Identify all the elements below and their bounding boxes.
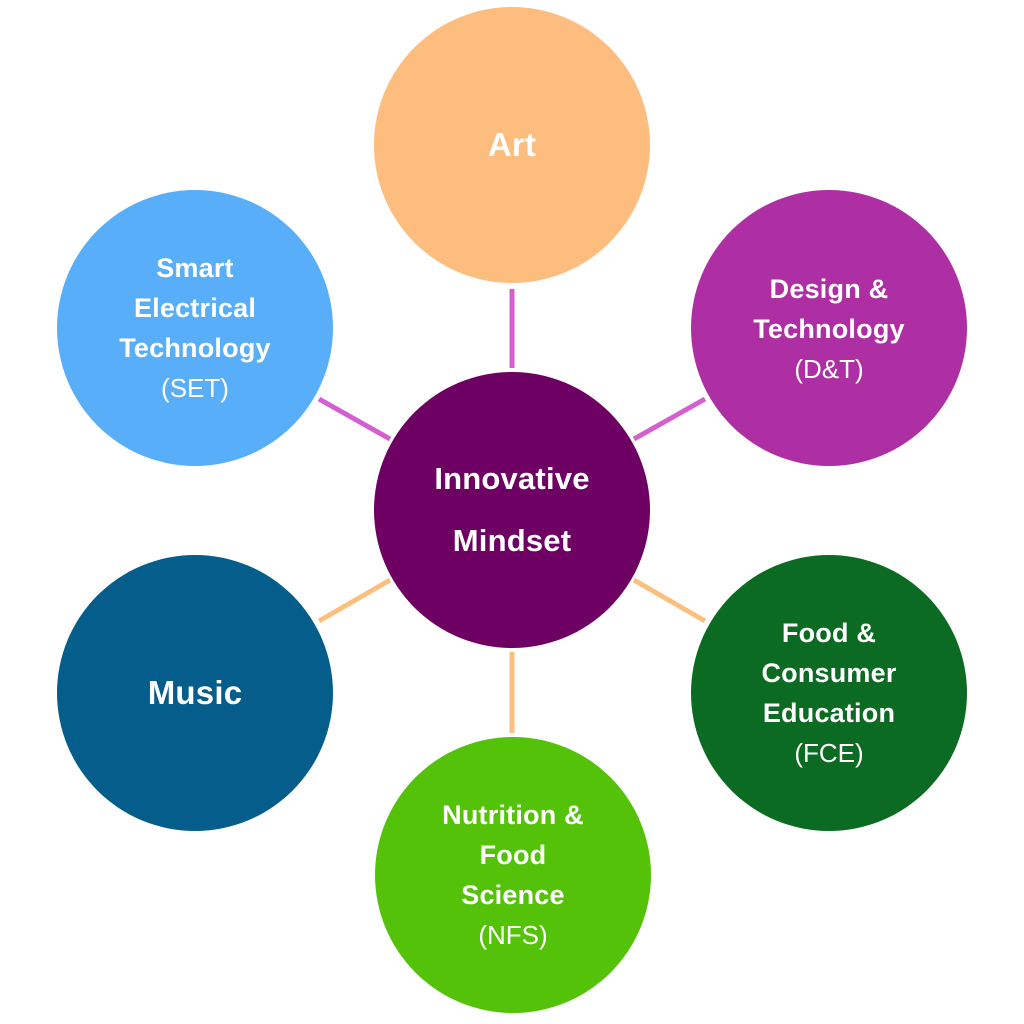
node-nfs-abbreviation: (NFS) [478, 920, 548, 950]
node-dt-label-line-2: Technology [753, 314, 905, 344]
node-fce-label-line-3: Education [762, 698, 896, 728]
node-fce-label-line-2: Consumer [761, 658, 897, 688]
node-music: Music [57, 555, 333, 831]
center-label-line-1: Innovative [434, 461, 590, 496]
node-art: Art [374, 7, 650, 283]
node-design-technology: Design & Technology (D&T) [691, 190, 967, 466]
node-nfs-label-line-3: Science [461, 880, 565, 910]
connector-dt [632, 396, 707, 442]
node-music-label: Music [147, 674, 243, 711]
connector-set [317, 396, 392, 442]
node-art-label: Art [487, 126, 537, 163]
node-dt-label-line-1: Design & [769, 274, 889, 304]
node-dt-abbreviation: (D&T) [794, 354, 864, 384]
center-label-line-2: Mindset [452, 523, 572, 558]
connector-music [317, 577, 392, 624]
node-nfs-label-line-1: Nutrition & [442, 800, 584, 830]
node-set-label-line-3: Technology [119, 333, 271, 363]
node-set-label-line-1: Smart [156, 253, 234, 283]
node-set-label-line-2: Electrical [133, 293, 257, 323]
connector-fce [632, 577, 707, 624]
node-nfs-label-line-2: Food [479, 840, 547, 870]
node-smart-electrical-technology: Smart Electrical Technology (SET) [57, 190, 333, 466]
node-nutrition-food-science: Nutrition & Food Science (NFS) [375, 737, 651, 1013]
node-fce-label-line-1: Food & [781, 618, 877, 648]
node-set-abbreviation: (SET) [161, 373, 229, 403]
node-food-consumer-education: Food & Consumer Education (FCE) [691, 555, 967, 831]
node-fce-abbreviation: (FCE) [794, 738, 864, 768]
node-center-innovative-mindset: Innovative Mindset [374, 372, 650, 648]
